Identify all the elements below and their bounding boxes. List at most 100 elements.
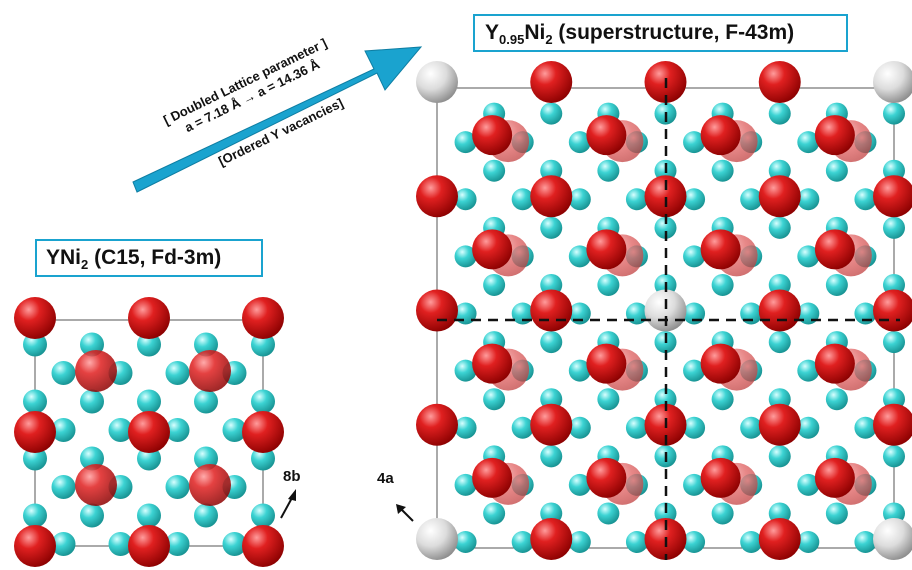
ni-atom — [511, 531, 534, 553]
ni-atom — [540, 331, 563, 354]
y-atom — [758, 289, 801, 332]
c15-structure — [14, 297, 284, 567]
ni-atom — [797, 188, 820, 211]
y-atom — [586, 343, 627, 384]
ni-atom — [568, 245, 591, 268]
ni-atom — [740, 188, 763, 211]
ni-atom — [797, 473, 820, 496]
ni-atom — [251, 389, 275, 414]
y-atom — [758, 403, 801, 446]
ni-atom — [740, 531, 763, 553]
ni-atom — [80, 389, 104, 414]
ni-atom — [51, 418, 76, 442]
ni-atom — [454, 416, 477, 439]
y-atom — [416, 403, 458, 446]
ni-atom — [137, 389, 161, 414]
ni-atom — [768, 331, 791, 354]
ni-atom — [683, 131, 706, 154]
ni-atom — [597, 502, 620, 525]
ni-atom — [883, 216, 905, 239]
ni-atom — [251, 503, 275, 528]
ni-atom — [222, 418, 247, 442]
ni-atom — [825, 159, 848, 182]
ni-atom — [137, 446, 161, 471]
y-atom — [75, 350, 117, 392]
c15-title: YNi2 (C15, Fd-3m) — [35, 239, 263, 277]
ni-atom — [568, 188, 591, 211]
ni-atom — [454, 473, 477, 496]
y-atom — [242, 411, 284, 453]
ni-atom — [51, 361, 76, 385]
ni-atom — [483, 273, 506, 296]
ni-atom — [137, 332, 161, 357]
ni-atom — [23, 503, 47, 528]
ni-atom — [483, 502, 506, 525]
ni-atom — [23, 389, 47, 414]
superstructure-title: Y0.95Ni2 (superstructure, F-43m) — [473, 14, 848, 52]
ni-atom — [568, 359, 591, 382]
y-atom — [530, 403, 573, 446]
ni-atom — [540, 216, 563, 239]
ni-atom — [454, 131, 477, 154]
y-atom — [758, 61, 801, 103]
ni-atom — [454, 359, 477, 382]
ni-atom — [883, 331, 905, 354]
y-atom — [14, 525, 56, 567]
y-atom — [700, 343, 741, 384]
ni-atom — [51, 475, 76, 499]
y-atom — [75, 464, 117, 506]
ni-atom — [165, 418, 190, 442]
ni-atom — [511, 416, 534, 439]
ni-atom — [454, 531, 477, 553]
ni-atom — [454, 245, 477, 268]
ni-atom — [825, 502, 848, 525]
y-atom — [416, 175, 458, 218]
ni-atom — [854, 416, 877, 439]
y-atom — [530, 518, 573, 560]
y-vacancy-site — [873, 518, 912, 560]
ni-atom — [511, 188, 534, 211]
ni-atom — [711, 159, 734, 182]
y-vacancy-site — [416, 61, 458, 103]
y-atom — [128, 411, 170, 453]
ni-atom — [454, 188, 477, 211]
y-atom — [416, 289, 458, 332]
8b-pointer-arrow — [280, 489, 296, 519]
y-atom — [472, 115, 513, 156]
ni-atom — [597, 159, 620, 182]
ni-atom — [883, 445, 905, 468]
ni-atom — [825, 273, 848, 296]
ni-atom — [683, 245, 706, 268]
ni-atom — [797, 359, 820, 382]
y-atom — [530, 289, 573, 332]
ni-atom — [797, 245, 820, 268]
ni-atom — [251, 332, 275, 357]
ni-atom — [568, 131, 591, 154]
ni-atom — [768, 445, 791, 468]
y-atom — [644, 175, 687, 218]
ni-atom — [797, 416, 820, 439]
ni-atom — [854, 531, 877, 553]
ni-atom — [165, 532, 190, 556]
y-atom — [242, 525, 284, 567]
y-atom — [700, 229, 741, 270]
y-atom — [586, 115, 627, 156]
site-label-4a: 4a — [377, 470, 394, 487]
y-atom — [242, 297, 284, 339]
y-atom — [814, 115, 855, 156]
y-atom — [472, 457, 513, 498]
y-atom — [700, 457, 741, 498]
ni-atom — [483, 388, 506, 411]
ni-atom — [568, 531, 591, 553]
ni-atom — [768, 216, 791, 239]
ni-atom — [165, 361, 190, 385]
ni-atom — [483, 159, 506, 182]
ni-atom — [711, 388, 734, 411]
y-atom — [814, 343, 855, 384]
ni-atom — [683, 188, 706, 211]
ni-atom — [222, 532, 247, 556]
y-atom — [873, 289, 912, 332]
ni-atom — [23, 332, 47, 357]
y-atom — [758, 518, 801, 560]
ni-atom — [194, 503, 218, 528]
